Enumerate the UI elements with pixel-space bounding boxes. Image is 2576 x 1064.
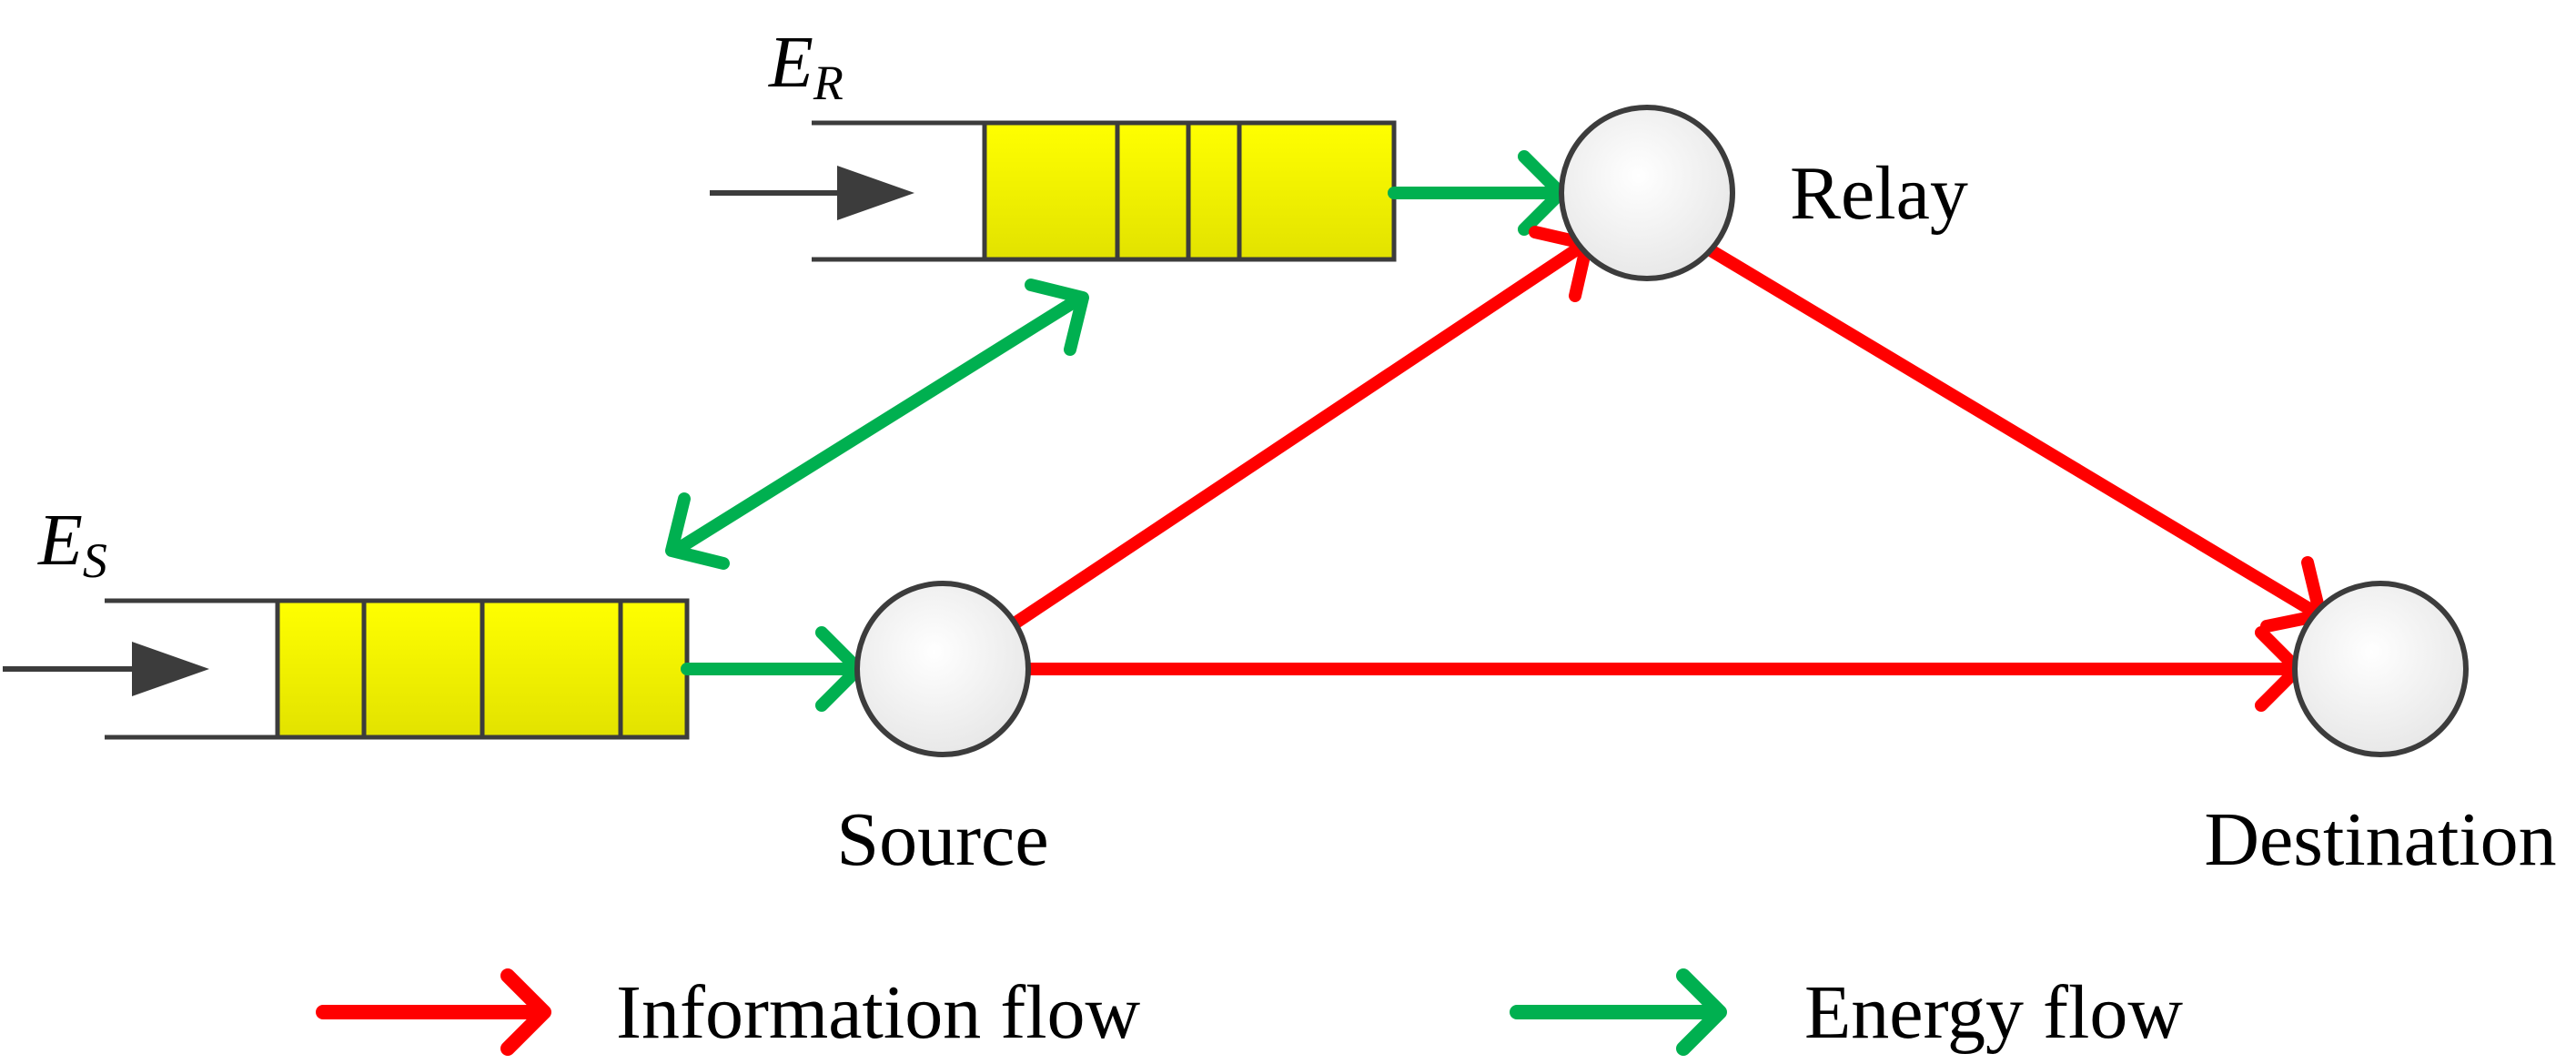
- destination-node: [2292, 581, 2469, 757]
- relay-energy-subscript: R: [813, 56, 844, 110]
- source-energy-subscript: S: [83, 533, 107, 588]
- relay-harvest-input-arrow: [710, 166, 914, 220]
- relay-energy-label: ER: [768, 23, 844, 110]
- energy-arrow-between-buffers: [669, 291, 1087, 557]
- relay-energy-symbol: E: [768, 23, 813, 103]
- source-label: Source: [836, 797, 1048, 882]
- legend: Information flow Energy flow: [316, 968, 2183, 1056]
- info-arrow-relay-to-destination: [1704, 244, 2325, 621]
- source-node: [854, 581, 1031, 757]
- energy-arrow-head: [1025, 279, 1089, 356]
- legend-information-flow-label: Information flow: [616, 970, 1141, 1055]
- information-flow-arrows: [1008, 226, 2327, 712]
- legend-information-flow-icon: [316, 968, 551, 1056]
- source-energy-label: ES: [37, 501, 107, 588]
- energy-flow-arrows: [665, 150, 1567, 712]
- source-energy-symbol: E: [37, 501, 83, 581]
- relay-node: [1559, 105, 1735, 281]
- relay-energy-buffer: [812, 120, 1397, 262]
- legend-energy-flow-icon: [1510, 968, 1727, 1056]
- source-energy-buffer: [105, 598, 690, 740]
- info-arrow-source-to-relay: [1008, 238, 1591, 630]
- destination-label: Destination: [2204, 797, 2556, 882]
- relay-label: Relay: [1790, 151, 1968, 236]
- source-harvest-input-arrow: [3, 642, 209, 696]
- energy-arrow-head: [665, 492, 730, 570]
- legend-energy-flow-label: Energy flow: [1804, 970, 2183, 1055]
